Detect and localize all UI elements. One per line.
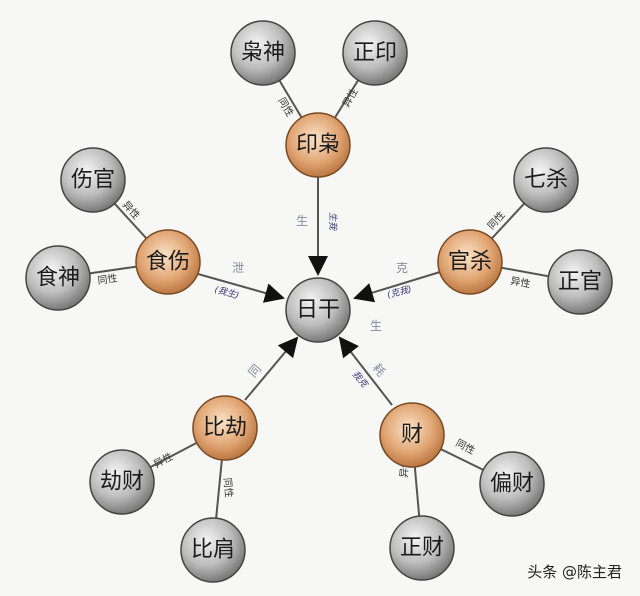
node-qisha	[513, 147, 579, 213]
node-zhengyin	[342, 20, 408, 86]
node-label: 正印	[353, 41, 397, 66]
node-shishang	[135, 229, 201, 295]
node-center-rigan	[285, 277, 351, 343]
node-shishen	[25, 245, 91, 311]
edge-label-yin-b: 异性	[339, 86, 360, 110]
node-guansha	[437, 229, 503, 295]
rel-label-cai: 耗	[370, 361, 388, 379]
edge-label-bi-b: 同性	[221, 477, 236, 498]
node-label: 比肩	[191, 538, 235, 563]
node-label: 食神	[36, 266, 80, 291]
node-bijie	[192, 395, 258, 461]
edge-label-shi-a: 异性	[120, 198, 143, 222]
edge-label-shi-b: 同性	[97, 271, 119, 287]
node-shangguan	[60, 147, 126, 213]
node-label: 比劫	[203, 416, 247, 441]
node-zhengguan	[547, 249, 613, 315]
node-label: 枭神	[241, 41, 285, 66]
node-label: 官杀	[448, 250, 492, 275]
rel-sub-shi: (我生)	[213, 284, 240, 301]
node-label: 七杀	[524, 168, 568, 193]
node-label: 印枭	[296, 133, 340, 158]
node-zhengcai	[389, 515, 455, 581]
node-label: 财	[401, 423, 423, 448]
node-label: 正财	[400, 536, 444, 561]
center-label: 日干	[296, 298, 340, 323]
node-label: 伤官	[71, 168, 115, 193]
watermark: 头条 @陈主君	[527, 563, 622, 581]
node-jiecai	[89, 449, 155, 515]
node-xiaoshen	[230, 20, 296, 86]
node-label: 正官	[558, 270, 602, 295]
node-yinxiao	[285, 112, 351, 178]
node-label: 劫财	[100, 470, 144, 495]
node-bijian	[180, 517, 246, 583]
node-piancai	[479, 451, 545, 517]
edge-label-yin-a: 同性	[275, 95, 296, 119]
edge-label-cai-a: 同性	[454, 436, 478, 457]
edge-label-guan-a: 同性	[485, 208, 508, 232]
rel-label-shi: 泄	[232, 261, 244, 275]
arrows	[197, 176, 441, 406]
edge-label-guan-b: 异性	[509, 274, 531, 290]
rel-sub-yin: 生我	[327, 212, 338, 231]
node-label: 食伤	[146, 250, 190, 275]
rel-label-yin: 生	[296, 214, 308, 228]
center-side-label: 生	[370, 319, 382, 333]
node-cai	[379, 402, 445, 468]
rel-label-guan: 克	[396, 261, 408, 275]
node-label: 偏财	[490, 472, 534, 497]
edge-label-bi-a: 异性	[151, 450, 175, 471]
rel-label-bi: 同	[246, 362, 264, 380]
